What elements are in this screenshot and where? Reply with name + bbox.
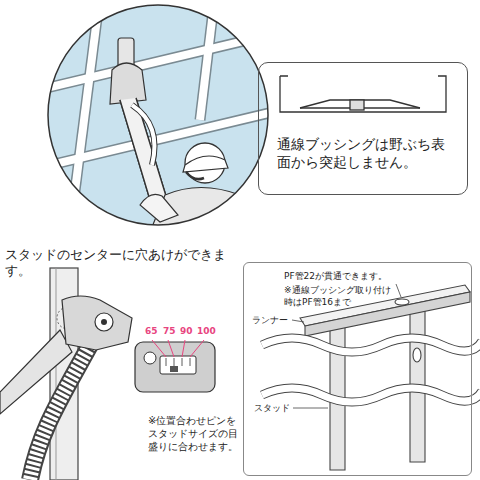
part-name: スタッド xyxy=(254,403,299,415)
panel-note: PF管22が貫通できます。 xyxy=(284,271,409,283)
channel-section xyxy=(280,76,446,112)
instruction-note: ※位置合わせピンをスタッドサイズの目盛りに合わせます。 xyxy=(148,414,243,453)
ceiling-scene xyxy=(30,0,290,232)
runner-stud-frame xyxy=(262,284,480,470)
panel-note: ※通線ブッシング取り付け時はPF管16まで xyxy=(284,285,396,308)
heading-note: スタッドのセンターに穴あけができます。 xyxy=(5,247,250,280)
note-text: 通線ブッシングは野ぶち表面から突起しません。 xyxy=(277,135,449,171)
scene-outline xyxy=(48,5,268,225)
part-name: ランナー xyxy=(252,315,297,327)
scale-number: 90 xyxy=(180,326,193,338)
frame-panel: PF管22が貫通できます。 ※通線ブッシング取り付け時はPF管16までランナースタ… xyxy=(243,262,472,476)
scale-number: 75 xyxy=(163,326,176,338)
note-box: 通線ブッシングは野ぶち表面から突起しません。 xyxy=(258,62,468,195)
scale-number: 65 xyxy=(145,326,158,338)
scale-number: 100 xyxy=(197,326,216,338)
